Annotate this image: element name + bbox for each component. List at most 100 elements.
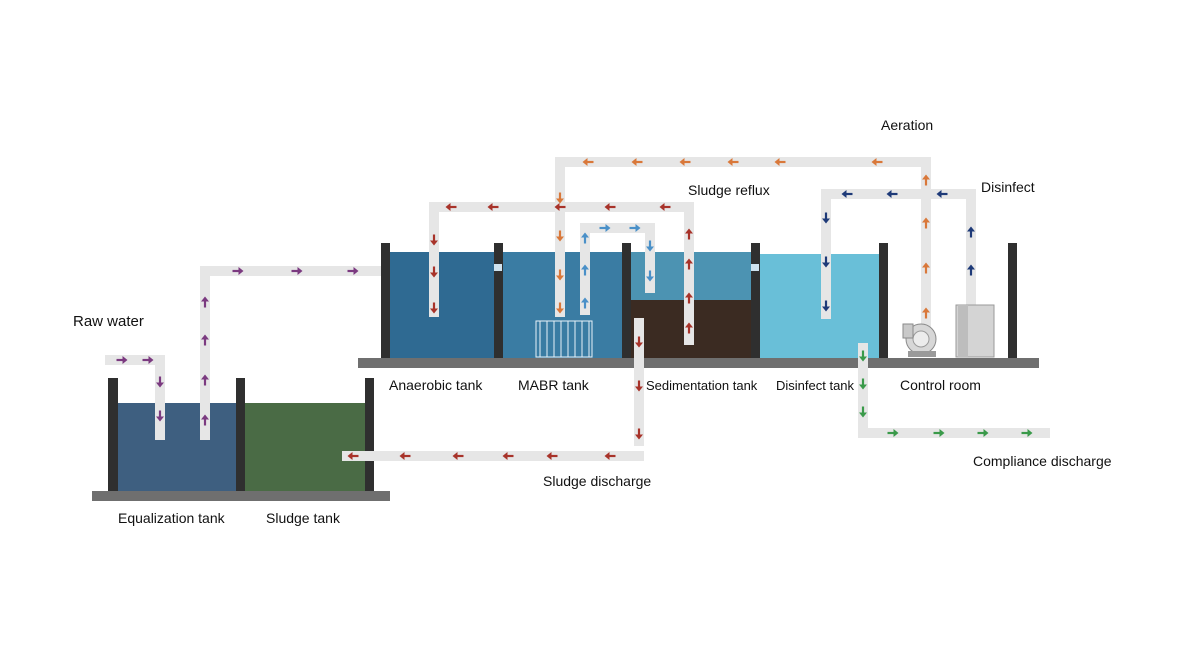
flow-arrow	[646, 270, 654, 282]
flow-arrow	[685, 292, 693, 304]
sludge-tank-right-wall	[365, 378, 374, 491]
tanks-layer	[92, 243, 1039, 501]
flow-arrow	[936, 190, 948, 198]
flow-arrow	[452, 452, 464, 460]
blower-icon	[902, 323, 937, 357]
upper-base-slab	[358, 358, 1039, 368]
flow-arrow	[922, 174, 930, 186]
disinfect-label: Disinfect	[981, 179, 1035, 195]
flow-arrow	[399, 452, 411, 460]
mabr-membrane-icon	[535, 320, 593, 358]
disinfect-tank-label: Disinfect tank	[776, 378, 855, 393]
flow-arrow	[581, 297, 589, 309]
lower-base-slab	[92, 491, 390, 501]
raw-feed-pipe	[200, 266, 381, 276]
lift-riser-pipe	[200, 266, 210, 440]
flow-arrow	[922, 307, 930, 319]
flow-arrow	[631, 158, 643, 166]
disinfect-tank-water	[759, 254, 879, 358]
flow-arrow	[502, 452, 514, 460]
flow-arrow	[967, 226, 975, 238]
flow-arrow	[859, 378, 867, 390]
sludge-tank-label: Sludge tank	[266, 510, 340, 526]
flow-arrow	[977, 429, 989, 437]
flow-arrow	[685, 228, 693, 240]
flow-arrow	[629, 224, 641, 232]
flow-arrow	[685, 258, 693, 270]
flow-arrow	[871, 158, 883, 166]
flow-arrow	[887, 429, 899, 437]
flow-arrow	[822, 256, 830, 268]
flow-arrow	[430, 302, 438, 314]
flow-arrow	[646, 240, 654, 252]
disinfect-riser-pipe	[966, 189, 976, 306]
flow-arrow	[554, 203, 566, 211]
flow-arrow	[727, 158, 739, 166]
mabr-tank-label: MABR tank	[518, 377, 589, 393]
flow-arrow	[822, 300, 830, 312]
sludge-discharge-label: Sludge discharge	[543, 473, 652, 489]
equalization-tank-right-wall	[236, 378, 245, 491]
flow-arrow	[201, 296, 209, 308]
equipment-layer	[535, 304, 995, 358]
flow-arrow	[635, 336, 643, 348]
flow-arrow	[774, 158, 786, 166]
flow-arrow	[116, 356, 128, 364]
flow-arrow	[201, 374, 209, 386]
raw-inlet-pipe	[105, 355, 165, 365]
raw-water-label: Raw water	[73, 313, 144, 330]
sedimentation-disinfect-opening	[751, 264, 759, 271]
flow-arrow	[581, 264, 589, 276]
flow-arrow	[201, 334, 209, 346]
flow-arrow	[487, 203, 499, 211]
control-cabinet-icon	[955, 304, 995, 358]
equalization-tank-left-wall	[108, 378, 118, 491]
flow-arrow	[659, 203, 671, 211]
flow-arrow	[347, 267, 359, 275]
raw-drop-pipe	[155, 355, 165, 440]
flow-arrow	[232, 267, 244, 275]
sedimentation-disinfect-partition	[751, 243, 760, 358]
aeration-main-pipe	[555, 157, 931, 167]
flow-arrow	[291, 267, 303, 275]
flow-arrow	[445, 203, 457, 211]
reflux-drop-to-anaerobic	[429, 202, 439, 317]
mabr-sedimentation-partition	[622, 243, 631, 358]
anaerobic-tank-left-wall	[381, 243, 390, 358]
flow-arrow	[933, 429, 945, 437]
control-room-wall	[1008, 243, 1017, 358]
aeration-riser-pipe	[921, 157, 931, 330]
flow-arrow	[546, 452, 558, 460]
sedimentation-tank-label: Sedimentation tank	[646, 378, 758, 393]
sludge-tank-fill	[245, 403, 365, 491]
reflux-riser-from-sedimentation	[684, 202, 694, 345]
flow-arrow	[859, 406, 867, 418]
flow-arrow	[822, 212, 830, 224]
flow-arrow	[201, 414, 209, 426]
flow-arrow	[582, 158, 594, 166]
anaerobic-mabr-opening	[494, 264, 502, 271]
equalization-tank-water	[117, 403, 236, 491]
sludge-discharge-pipe	[342, 451, 644, 461]
aeration-label: Aeration	[881, 117, 934, 133]
flow-arrow	[430, 234, 438, 246]
flow-arrow	[556, 269, 564, 281]
flow-arrow	[1021, 429, 1033, 437]
flow-arrow	[430, 266, 438, 278]
flow-arrow	[581, 232, 589, 244]
flow-arrow	[679, 158, 691, 166]
compliance-discharge-pipe	[858, 428, 1050, 438]
anaerobic-tank-water	[390, 252, 494, 358]
disinfect-drop-pipe	[821, 189, 831, 319]
flow-arrows-layer	[116, 158, 1033, 460]
aeration-diffuser-pipe	[555, 247, 565, 317]
flow-arrow	[599, 224, 611, 232]
mabr-transfer-pipe	[580, 223, 655, 233]
flow-arrow	[556, 230, 564, 242]
flow-arrow	[635, 380, 643, 392]
anaerobic-tank-label: Anaerobic tank	[389, 377, 483, 393]
flow-arrow	[347, 452, 359, 460]
flow-arrow	[685, 322, 693, 334]
flow-arrow	[922, 217, 930, 229]
disinfect-feed-pipe	[821, 189, 976, 199]
